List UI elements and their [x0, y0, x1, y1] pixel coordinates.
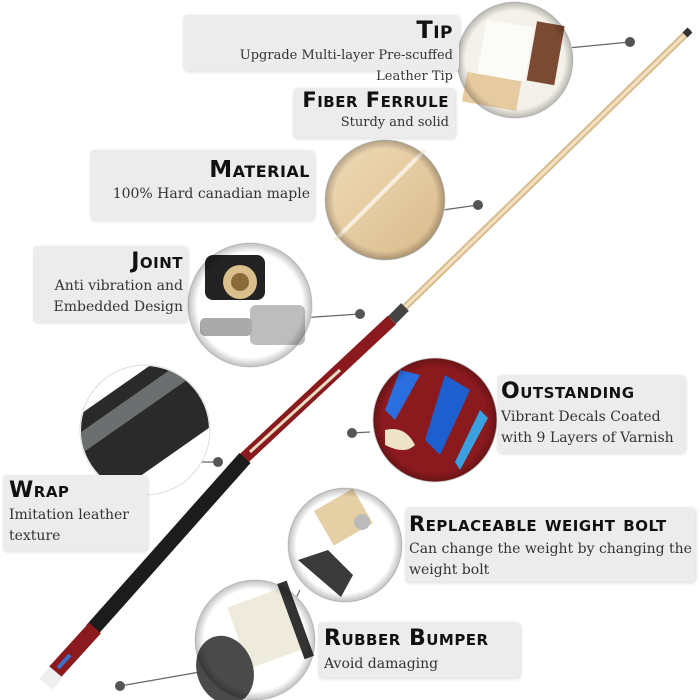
cue-joint-ring	[388, 303, 409, 324]
cue-inlay	[248, 368, 342, 454]
cue-wrap	[86, 453, 251, 635]
cue-butt-cap	[39, 666, 63, 690]
feature-label-material: Material 100% Hard canadian maple	[90, 150, 314, 220]
feature-description: Vibrant Decals Coated with 9 Layers of V…	[501, 409, 674, 446]
feature-title: Joint	[131, 249, 183, 274]
feature-label-weight-bolt: Replaceable weight bolt Can change the w…	[405, 507, 695, 582]
joint-detail-circle	[187, 242, 313, 368]
feature-title: Rubber Bumper	[324, 626, 489, 651]
cue-butt-inlay	[56, 653, 72, 670]
weight-bolt-detail-circle	[287, 487, 403, 603]
feature-label-rubber-bumper: Rubber Bumper Avoid damaging	[318, 622, 520, 678]
feature-label-wrap: Wrap Imitation leather texture	[3, 475, 147, 551]
feature-description: Imitation leather texture	[9, 507, 129, 544]
feature-description: Avoid damaging	[324, 656, 439, 672]
cue-stick	[39, 27, 693, 690]
feature-description: Sturdy and solid	[340, 115, 449, 130]
material-detail-circle	[324, 139, 446, 261]
feature-title: Tip	[416, 16, 453, 44]
feature-title: Outstanding	[501, 379, 635, 404]
cue-tip	[682, 27, 693, 38]
feature-description: Anti vibration and Embedded Design	[53, 278, 183, 315]
feature-label-joint: Joint Anti vibration and Embedded Design	[33, 246, 187, 322]
feature-label-ferrule: Fiber Ferrule Sturdy and solid	[293, 88, 455, 138]
callout-dots	[115, 37, 635, 691]
feature-label-outstanding: Outstanding Vibrant Decals Coated with 9…	[497, 375, 685, 453]
feature-title: Replaceable weight bolt	[409, 512, 667, 536]
feature-description: 100% Hard canadian maple	[112, 186, 310, 202]
bumper-detail-circle	[194, 579, 316, 700]
feature-title: Material	[209, 157, 310, 183]
feature-label-tip: Tip Upgrade Multi-layer Pre-scuffed Leat…	[183, 15, 459, 84]
feature-title: Wrap	[9, 478, 70, 503]
feature-title: Fiber Ferrule	[302, 88, 449, 112]
feature-description: Can change the weight by changing the we…	[409, 541, 692, 578]
outstanding-detail-circle	[372, 357, 498, 483]
feature-description: Upgrade Multi-layer Pre-scuffed Leather …	[239, 48, 453, 84]
cue-shaft-highlight	[398, 30, 690, 314]
tip-detail-circle	[456, 1, 574, 119]
